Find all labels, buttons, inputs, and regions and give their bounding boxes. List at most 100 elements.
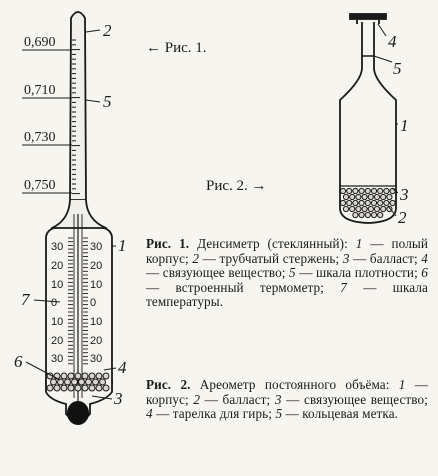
temp-label-right: 10 (90, 279, 102, 291)
ballast-pellet (85, 378, 92, 386)
density-scale (72, 39, 80, 195)
caption-fig1-text-4: — трубчатый стержень; (199, 250, 343, 266)
ballast-pellet (364, 187, 371, 195)
ballast-pellet (57, 378, 64, 386)
ballast-pellet (346, 187, 353, 195)
ballast-pellet (361, 205, 368, 213)
ballast-pellet (342, 205, 350, 213)
ballast-pellet (60, 372, 68, 380)
ballast-pellet (352, 199, 359, 207)
ballast-pellet (67, 372, 75, 380)
densimeter-figure (45, 11, 113, 422)
caption-fig1-text-10: — шкала плотности; (295, 265, 422, 281)
densimeter-callouts (25, 29, 117, 400)
caption-fig2: Рис. 2. Ареометр постоянного объёма: 1 —… (146, 377, 428, 422)
caption-fig2-text-10: — кольцевая метка. (282, 406, 399, 422)
ballast-pellet (367, 193, 374, 201)
ballast-pellet (355, 193, 362, 201)
caption-fig1-num-1: 1 (355, 236, 363, 251)
density-labels: 0,690 0,710 0,730 0,750 (22, 35, 72, 194)
callout-2: 2 (103, 21, 112, 40)
thermometer-bulb (67, 401, 89, 425)
caption-fig1-lead: Рис. 1. (146, 236, 190, 251)
callout-1: 1 (118, 236, 127, 255)
ballast-pellet (380, 193, 387, 201)
ballast-pellet (358, 211, 365, 219)
caption-fig1-num-13: 7 (340, 279, 347, 295)
caption-fig2-num-9: 5 (275, 406, 283, 422)
caption-fig1-body: Денсиметр (стеклянный): 1 — полый корпус… (146, 236, 428, 309)
fig1-label: ← Рис. 1. (146, 40, 207, 56)
ballast-pellet (386, 193, 393, 201)
ballast-pellet (367, 205, 374, 213)
caption-fig2-num-3: 2 (193, 391, 201, 407)
temp-label-right: 30 (90, 353, 102, 365)
temp-label-left: 10 (51, 279, 63, 291)
caption-fig1-text-8: — связующее вещество; (146, 265, 290, 281)
ballast-pellet (71, 378, 78, 386)
callout-6: 6 (14, 352, 23, 371)
ballast-pellet (95, 372, 103, 380)
ballast-pellet (60, 384, 68, 392)
caption-fig2-text-2: — корпус; (146, 377, 428, 407)
caption-fig1-text-0: Денсиметр (стеклянный): (189, 236, 356, 251)
ballast-pellet (349, 193, 356, 201)
ballast-pellet (99, 378, 106, 386)
caption-fig2-num-1: 1 (398, 377, 406, 392)
temp-label-right: 30 (90, 241, 102, 253)
ballast-pellet (92, 378, 99, 386)
ballast-pellet (102, 372, 110, 380)
ballast-pellet (88, 372, 96, 380)
ballast-pellet (46, 384, 54, 392)
caption-fig1: Рис. 1. Денсиметр (стеклянный): 1 — полы… (146, 236, 428, 310)
ballast-pellet (370, 199, 378, 207)
density-label-3: 0,750 (24, 178, 56, 193)
density-label-0: 0,690 (24, 35, 56, 50)
caption-fig2-num-5: 3 (274, 391, 282, 407)
ballast-pellet (370, 187, 378, 195)
caption-fig1-num-3: 2 (192, 250, 200, 266)
fig2-callout-5: 5 (393, 59, 402, 78)
ballast-pellet (102, 384, 110, 392)
fig2-callout-4: 4 (388, 32, 397, 51)
temp-label-left: 10 (51, 316, 63, 328)
callout-7: 7 (21, 290, 31, 309)
ballast-pellet (380, 205, 387, 213)
ballast-pellet (352, 187, 359, 195)
caption-fig2-text-8: — тарелка для гирь; (152, 406, 276, 422)
caption-fig1-text-2: — полый корпус; (146, 236, 428, 266)
temp-label-right: 20 (90, 335, 102, 347)
ballast-pellet (74, 372, 82, 380)
ballast-pellet (377, 187, 384, 195)
ballast-pellet (349, 205, 356, 213)
areometer-neck (339, 22, 397, 224)
densimeter-ballast (46, 372, 110, 392)
ballast-pellet (88, 384, 96, 392)
caption-fig1-text-14: — шкала температуры. (146, 279, 428, 310)
caption-fig2-body: Ареометр постоянного объёма: 1 — корпус;… (146, 377, 428, 421)
density-label-1: 0,710 (24, 83, 56, 98)
ballast-pellet (361, 193, 368, 201)
areometer-figure (339, 13, 397, 224)
caption-fig1-num-11: 6 (421, 265, 428, 281)
ballast-pellet (377, 211, 384, 219)
caption-fig1-text-6: — балласт; (349, 250, 422, 266)
ballast-pellet (50, 378, 57, 386)
caption-fig2-lead: Рис. 2. (146, 377, 191, 392)
callout-3: 3 (113, 389, 123, 408)
ballast-pellet (386, 205, 393, 213)
temperature-scale (68, 237, 88, 365)
areometer-ballast (339, 187, 396, 219)
ballast-pellet (358, 187, 365, 195)
areometer-callouts (373, 23, 399, 217)
density-label-2: 0,730 (24, 130, 56, 145)
caption-fig1-num-7: 4 (421, 250, 428, 266)
temp-label-left: 30 (51, 353, 63, 365)
temp-label-left: 30 (51, 241, 63, 253)
callout-5: 5 (103, 92, 112, 111)
fig2-callout-1: 1 (400, 116, 409, 135)
ballast-pellet (383, 199, 390, 207)
ballast-pellet (373, 193, 381, 201)
